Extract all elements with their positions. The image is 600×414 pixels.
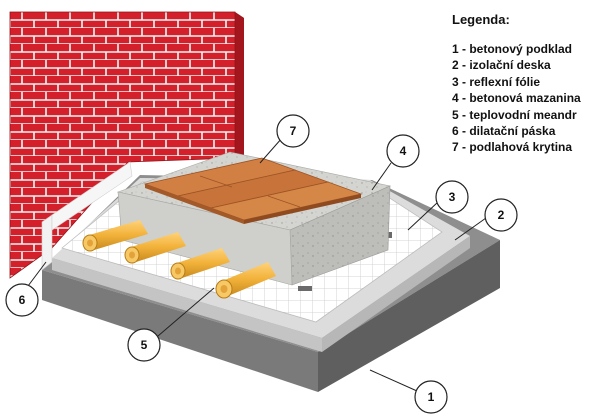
callout-7: 7 [277,115,309,147]
legend-item-6: 6 - dilatační páska [452,123,597,139]
callout-3: 3 [436,181,468,213]
svg-text:6: 6 [19,293,26,307]
legend-item-5: 5 - teplovodní meandr [452,107,597,123]
legend-item-7: 7 - podlahová krytina [452,139,597,155]
svg-text:2: 2 [498,208,505,222]
svg-text:7: 7 [290,124,297,138]
legend-item-3: 3 - reflexní fólie [452,74,597,90]
callout-5: 5 [128,329,160,361]
callout-2: 2 [485,199,517,231]
legend-item-4: 4 - betonová mazanina [452,90,597,106]
svg-text:5: 5 [141,338,148,352]
legend: Legenda: 1 - betonový podklad 2 - izolač… [452,12,597,156]
callout-1: 1 [415,381,447,413]
legend-item-1: 1 - betonový podklad [452,41,597,57]
legend-list: 1 - betonový podklad 2 - izolační deska … [452,41,597,156]
callout-4: 4 [387,135,419,167]
svg-text:1: 1 [428,390,435,404]
svg-text:4: 4 [400,144,407,158]
callout-6: 6 [6,284,38,316]
legend-item-2: 2 - izolační deska [452,57,597,73]
legend-title: Legenda: [452,12,597,27]
svg-text:3: 3 [449,190,456,204]
